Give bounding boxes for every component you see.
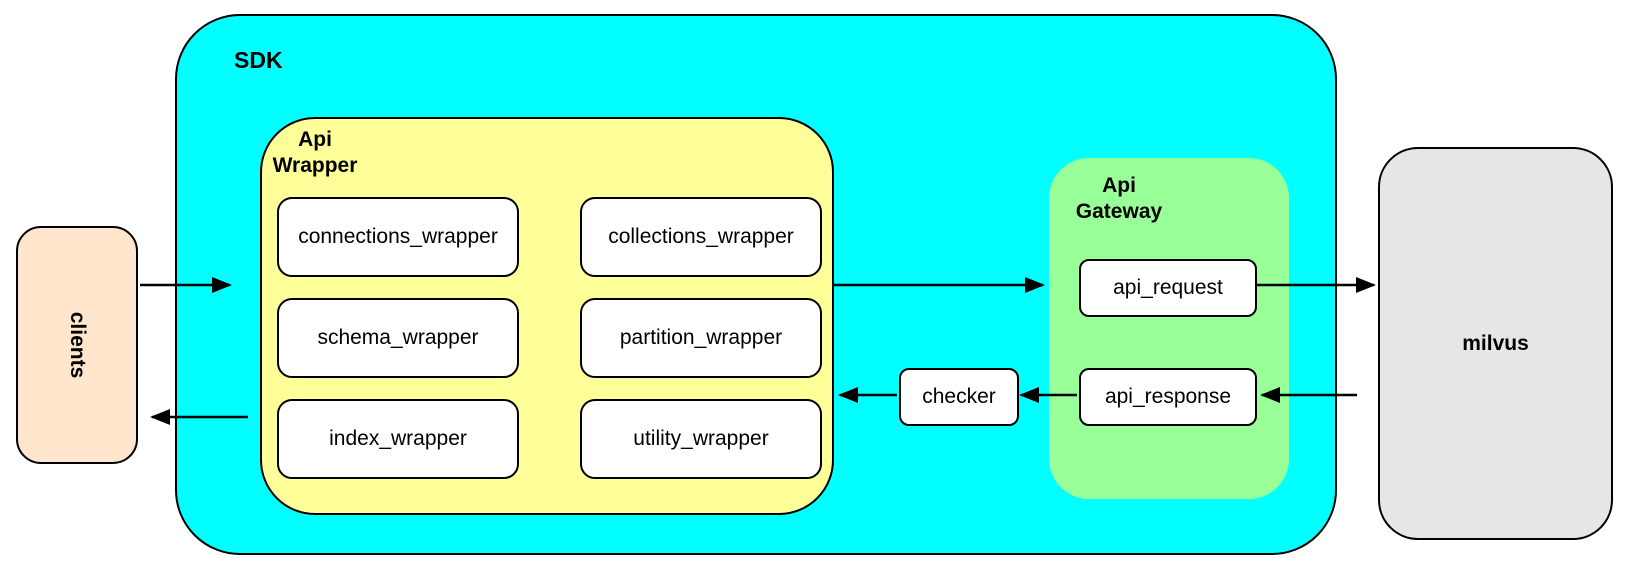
sdk-label: SDK: [234, 47, 283, 73]
wrapper-node-schema: schema_wrapper: [277, 298, 519, 378]
api-response-label: api_response: [1104, 385, 1232, 408]
api-request-label: api_request: [1113, 276, 1223, 299]
api-response-node: api_response: [1079, 368, 1257, 426]
wrapper-node-partition: partition_wrapper: [580, 298, 822, 378]
clients-node: clients: [16, 226, 138, 464]
checker-node: checker: [899, 368, 1019, 426]
api-request-node: api_request: [1079, 259, 1257, 317]
wrapper-node-label: index_wrapper: [329, 427, 467, 450]
wrapper-node-label: schema_wrapper: [317, 326, 479, 349]
api-wrapper-label: Api Wrapper: [272, 128, 358, 177]
wrapper-node-label: collections_wrapper: [608, 225, 794, 248]
milvus-node: milvus: [1378, 147, 1613, 540]
api-gateway-label: Api Gateway: [1075, 174, 1163, 223]
wrapper-node-connections: connections_wrapper: [277, 197, 519, 277]
wrapper-node-index: index_wrapper: [277, 399, 519, 479]
checker-label: checker: [922, 385, 996, 408]
wrapper-node-label: partition_wrapper: [619, 326, 783, 349]
api-wrapper-container: Api Wrapper connections_wrapper collecti…: [260, 117, 834, 515]
wrapper-node-utility: utility_wrapper: [580, 399, 822, 479]
sdk-container: SDK Api Wrapper connections_wrapper coll…: [175, 14, 1337, 555]
wrapper-node-collections: collections_wrapper: [580, 197, 822, 277]
milvus-label: milvus: [1462, 331, 1529, 355]
wrapper-node-label: utility_wrapper: [633, 427, 769, 450]
api-gateway-container: Api Gateway api_request api_response: [1049, 158, 1289, 499]
clients-label: clients: [66, 311, 89, 379]
wrapper-node-label: connections_wrapper: [298, 225, 498, 248]
